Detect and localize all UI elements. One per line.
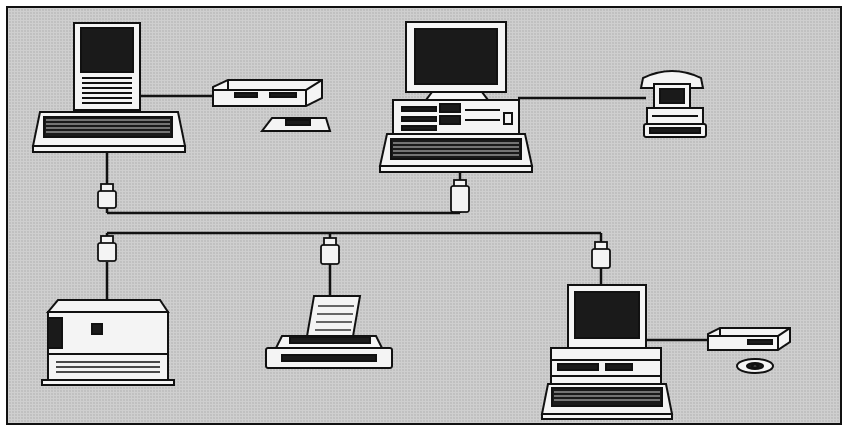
network-connector: [98, 184, 116, 208]
laser-printer: [42, 300, 174, 385]
network-connector: [592, 242, 610, 268]
network-connector: [321, 238, 339, 264]
network-connector: [98, 236, 116, 261]
compact-disc: [737, 359, 773, 373]
network-connector: [451, 180, 469, 212]
floppy-disk: [262, 118, 330, 131]
modem: [213, 80, 322, 106]
cd-drive: [708, 328, 790, 350]
